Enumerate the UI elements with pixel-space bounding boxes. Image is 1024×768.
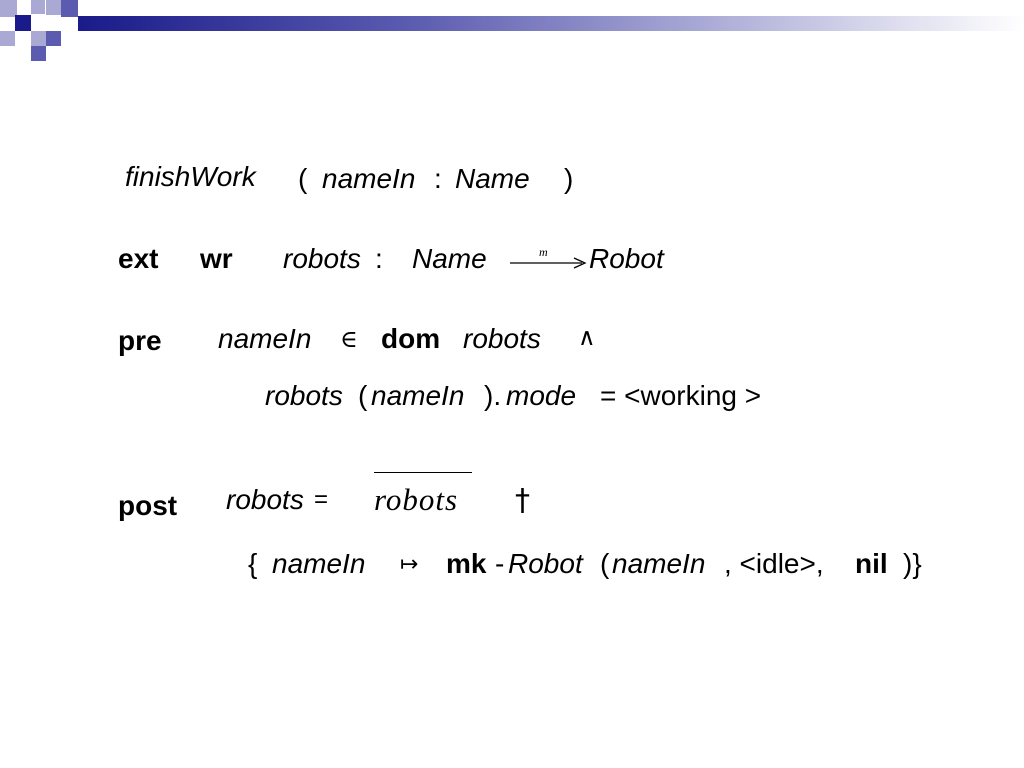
ext-variable: robots: [283, 243, 361, 274]
param-name: nameIn: [322, 163, 416, 194]
logical-and-icon: ∧: [578, 323, 596, 351]
pre-keyword: pre: [118, 325, 162, 356]
operation-name: finishWork: [125, 161, 256, 192]
override-dagger-icon: †: [515, 483, 530, 518]
constructor-arg-idle: , <idle>,: [724, 548, 824, 579]
param-close-paren: ): [564, 163, 574, 194]
post-keyword: post: [118, 490, 178, 521]
pre-mode-field: mode: [506, 380, 577, 411]
post-equals: =: [314, 486, 329, 513]
post-robots-old: robots: [374, 482, 459, 517]
param-type: Name: [455, 163, 530, 194]
old-value-overline: [374, 472, 472, 473]
constructor-open-paren: (: [600, 548, 610, 579]
param-open-paren: (: [298, 163, 308, 194]
post-close-brace: )}: [903, 548, 922, 579]
checkered-squares-logo: [0, 0, 78, 61]
pre-apply-open-paren: (: [358, 380, 368, 411]
pre-robots-map: robots: [463, 323, 541, 354]
header-decoration: [0, 0, 1024, 61]
finite-map-arrow-icon: [510, 257, 587, 269]
constructor-arg-name: nameIn: [612, 548, 706, 579]
pre-name-variable: nameIn: [218, 323, 312, 354]
header-gradient-bar: [78, 16, 1024, 31]
map-domain-type: Name: [412, 243, 487, 274]
pre-apply-close-dot: ).: [484, 380, 502, 411]
ext-keyword: ext: [118, 243, 159, 274]
pre-apply-arg: nameIn: [371, 380, 465, 411]
post-map-key: nameIn: [272, 548, 366, 579]
pre-robots-apply: robots: [265, 380, 343, 411]
post-robots-new: robots: [226, 484, 304, 515]
maps-to-icon: ↦: [400, 552, 419, 577]
mk-dash: -: [495, 548, 505, 579]
ext-colon: :: [375, 243, 383, 274]
post-brace-open: {: [248, 548, 258, 579]
robot-constructor: Robot: [508, 548, 583, 579]
mk-keyword: mk: [446, 548, 487, 579]
element-of-icon: ∈: [340, 325, 358, 353]
nil-keyword: nil: [855, 548, 888, 579]
param-colon: :: [434, 163, 442, 194]
wr-keyword: wr: [200, 243, 233, 274]
finite-map-arrow-label: m: [539, 245, 548, 259]
dom-keyword: dom: [381, 323, 441, 354]
pre-mode-equals-working: = <working >: [600, 380, 762, 411]
map-range-type: Robot: [589, 243, 664, 274]
